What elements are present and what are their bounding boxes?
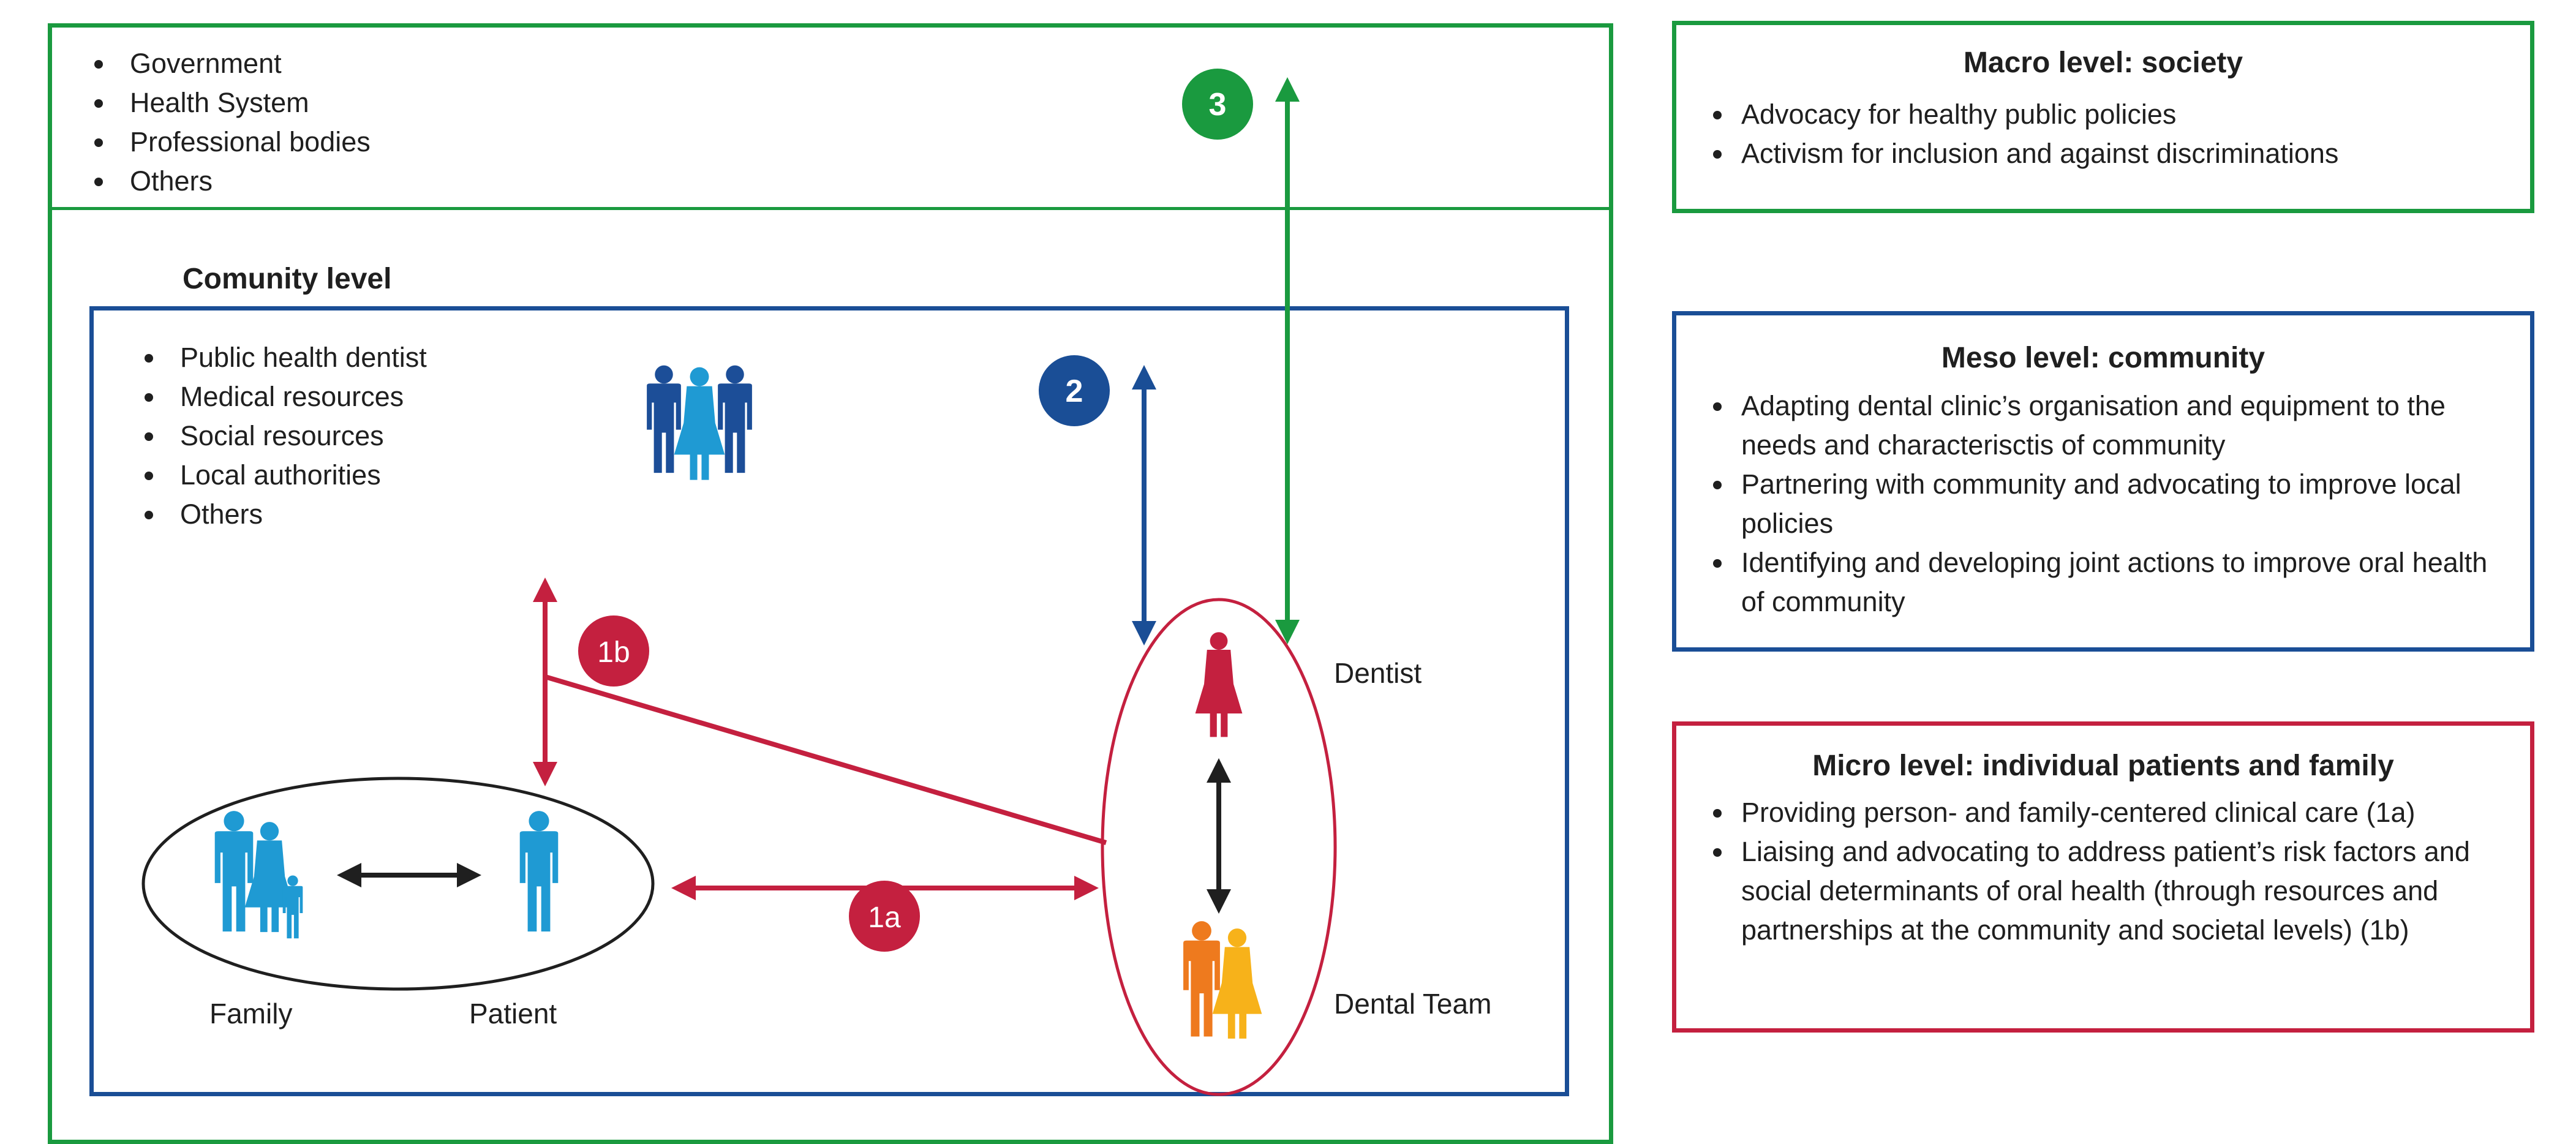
macro-level-item: Activism for inclusion and against discr… [1689, 134, 2512, 173]
meso-level-item: Adapting dental clinic’s organisation an… [1689, 386, 2512, 465]
society-divider [48, 207, 1613, 210]
meso-level-item: Partnering with community and advocating… [1689, 465, 2512, 543]
macro-level-title: Macro level: society [1963, 47, 2243, 79]
micro-level-title: Micro level: individual patients and fam… [1812, 750, 2394, 782]
community-resource: Public health dentist [136, 338, 687, 377]
micro-level-panel: Micro level: individual patients and fam… [1672, 721, 2534, 1033]
community-resource: Social resources [136, 416, 687, 456]
community-level-frame [89, 306, 1569, 1096]
badge-1a: 1a [849, 881, 920, 952]
society-actor: Professional bodies [86, 122, 576, 162]
svg-text:1a: 1a [868, 901, 901, 934]
macro-level-panel: Macro level: society Advocacy for health… [1672, 21, 2534, 213]
badge-2: 2 [1039, 355, 1110, 426]
svg-text:2: 2 [1066, 374, 1083, 409]
family-patient-ellipse [141, 777, 655, 991]
community-level-title: Comunity level [183, 263, 392, 295]
badge-3: 3 [1182, 69, 1253, 140]
community-resource-list: Public health dentist Medical resources … [136, 338, 687, 534]
micro-level-item: Liaising and advocating to address patie… [1689, 832, 2512, 950]
dental-team-icon [1183, 921, 1262, 1039]
society-actor-list: Government Health System Professional bo… [86, 44, 576, 201]
dental-team-ellipse [1101, 598, 1337, 1096]
society-actor: Others [86, 162, 576, 201]
society-actor: Health System [86, 83, 576, 122]
community-resource: Medical resources [136, 377, 687, 416]
society-actor: Government [86, 44, 576, 83]
patient-icon [519, 811, 559, 931]
meso-level-title: Meso level: community [1941, 342, 2265, 374]
relationship-diagram: 3 2 1b 1a [141, 69, 1337, 1096]
meso-level-item: Identifying and developing joint actions… [1689, 543, 2512, 622]
dental-team-label: Dental Team [1334, 988, 1492, 1020]
badge-1b: 1b [578, 615, 649, 687]
patient-label: Patient [469, 998, 557, 1029]
svg-text:3: 3 [1209, 87, 1227, 122]
community-resource: Local authorities [136, 456, 687, 495]
micro-level-list: Providing person- and family-centered cl… [1689, 793, 2512, 950]
micro-level-item: Providing person- and family-centered cl… [1689, 793, 2512, 832]
macro-level-list: Advocacy for healthy public policies Act… [1689, 95, 2512, 173]
family-label: Family [209, 998, 293, 1029]
svg-text:1b: 1b [597, 636, 630, 669]
family-icon [214, 811, 303, 939]
community-people-icon [647, 365, 752, 480]
meso-level-list: Adapting dental clinic’s organisation an… [1689, 386, 2512, 622]
micro-1b-connector [544, 674, 1107, 845]
meso-level-panel: Meso level: community Adapting dental cl… [1672, 311, 2534, 652]
dentist-icon [1195, 632, 1243, 737]
dentist-label: Dentist [1334, 657, 1422, 689]
community-resource: Others [136, 495, 687, 534]
macro-level-item: Advocacy for healthy public policies [1689, 95, 2512, 134]
